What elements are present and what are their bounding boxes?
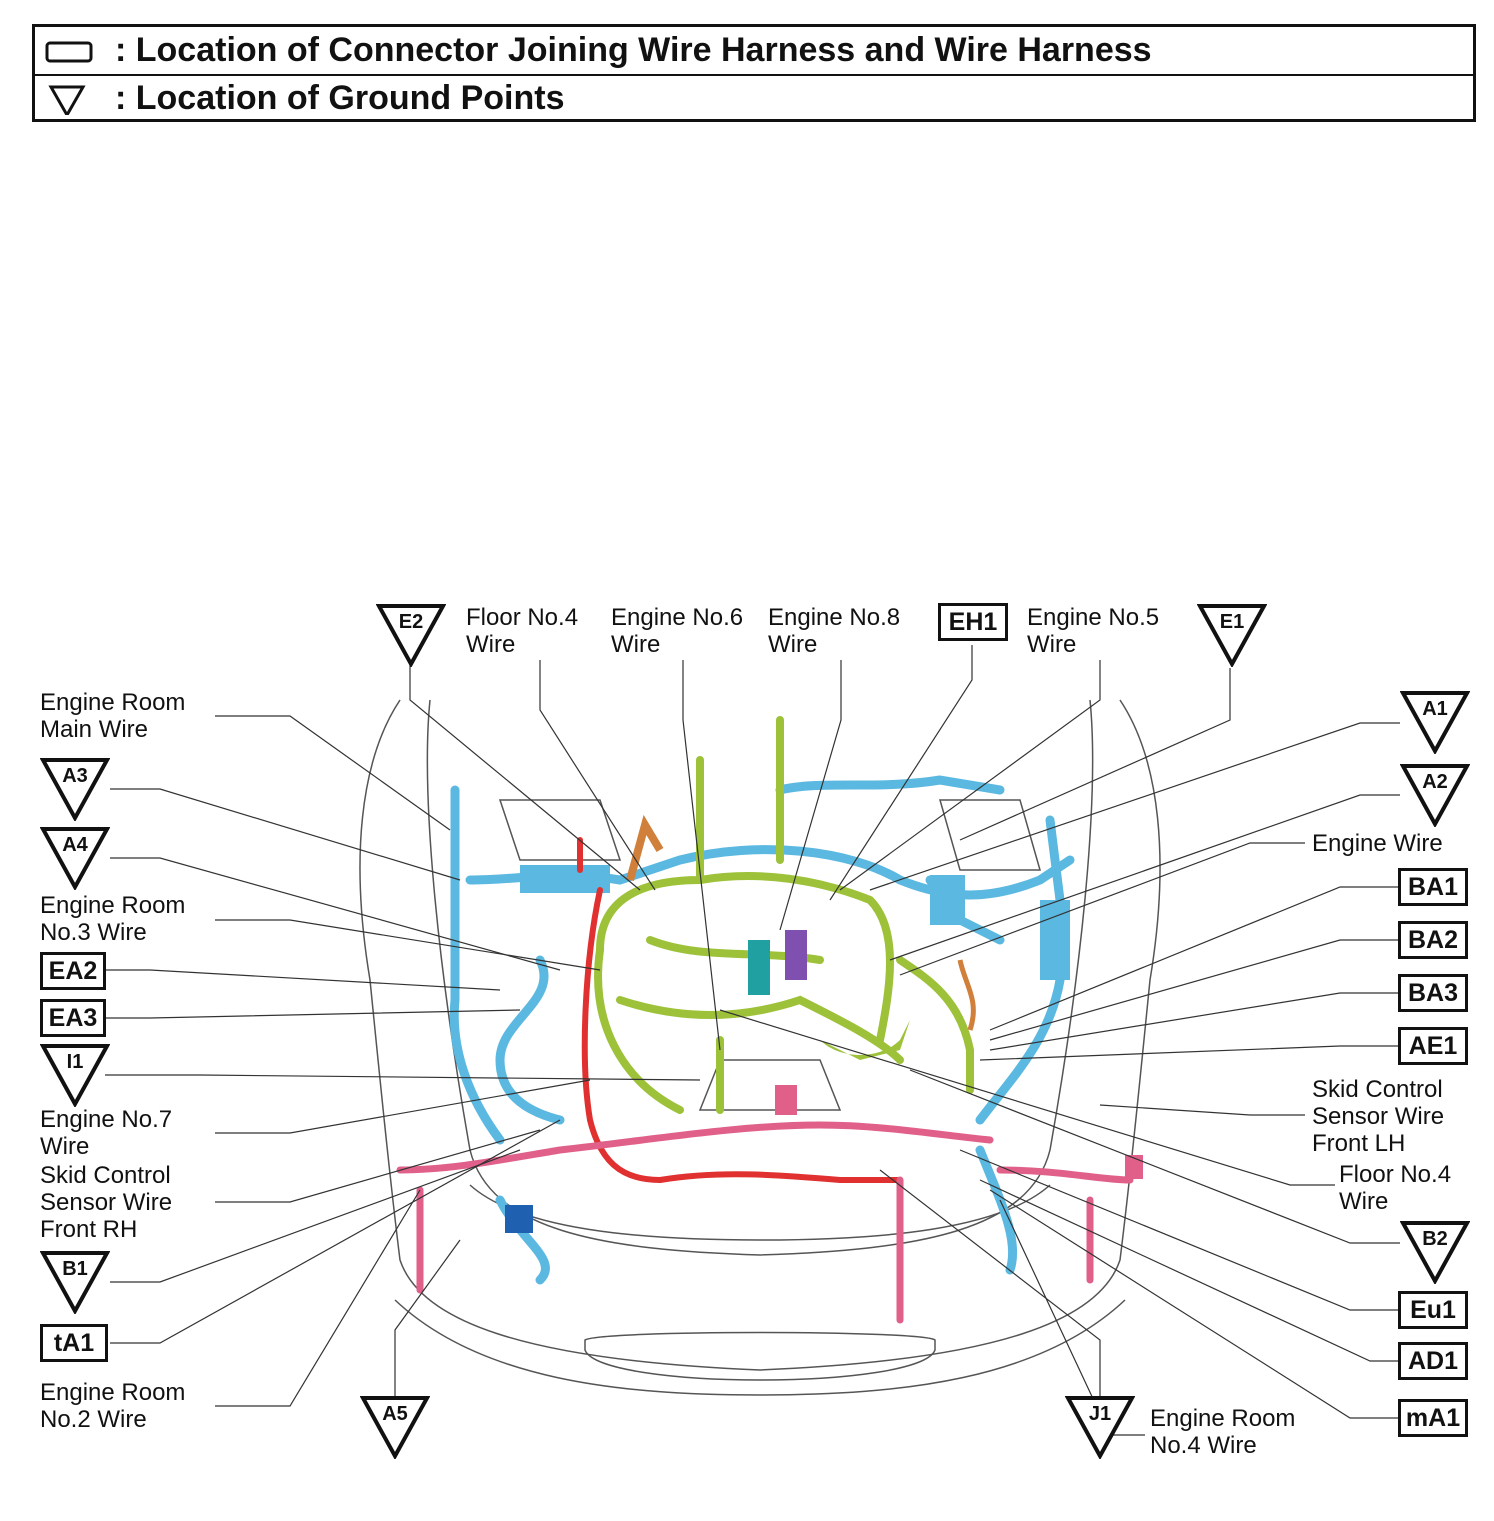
ground-e1: E1 [1197, 603, 1267, 667]
connector-ta1: tA1 [40, 1324, 108, 1362]
ground-label: B1 [62, 1258, 88, 1280]
label-engine-no6-wire: Engine No.6 Wire [611, 604, 743, 658]
label-text: Engine Room Main Wire [40, 689, 186, 743]
green-harness-sheath [820, 1020, 910, 1060]
ground-triangle-icon [376, 604, 446, 667]
leader-lines [105, 645, 1400, 1436]
ground-e2: E2 [376, 603, 446, 667]
ground-triangle-icon [1197, 604, 1267, 667]
connector-ba1: BA1 [1398, 868, 1468, 906]
red-harness [577, 837, 903, 1183]
connector-ea2: EA2 [40, 952, 106, 990]
connector-eu1: Eu1 [1398, 1291, 1468, 1329]
ground-a1: A1 [1400, 690, 1470, 754]
connector-ba3: BA3 [1398, 974, 1468, 1012]
purple-connector-block [785, 930, 807, 980]
connector-ba2: BA2 [1398, 921, 1468, 959]
ground-label: E2 [398, 611, 424, 633]
connector-ma1: mA1 [1398, 1399, 1468, 1437]
label-floor-no4-wire-top: Floor No.4 Wire [466, 604, 578, 658]
label-text: Skid Control Sensor Wire Front LH [1312, 1076, 1445, 1157]
label-engine-room-no2-wire: Engine Room No.2 Wire [40, 1379, 185, 1433]
label-engine-no8-wire: Engine No.8 Wire [768, 604, 900, 658]
ground-b2: B2 [1400, 1220, 1470, 1284]
legend-row-ground: : Location of Ground Points [35, 75, 1473, 122]
ground-triangle-icon [1400, 1221, 1470, 1284]
pink-connector [1125, 1155, 1143, 1179]
ground-label: I1 [66, 1051, 84, 1073]
label-text: Engine Wire [1312, 830, 1443, 857]
ground-triangle-icon [40, 758, 110, 821]
ground-i1: I1 [40, 1043, 110, 1107]
label-skid-control-front-lh: Skid Control Sensor Wire Front LH [1312, 1076, 1444, 1157]
label-text: Engine No.6 Wire [611, 604, 744, 658]
label-engine-wire: Engine Wire [1312, 830, 1443, 857]
ground-triangle-icon [1400, 764, 1470, 827]
orange-harness [626, 814, 664, 882]
connector-symbol-icon [45, 41, 93, 63]
orange-harness-right [957, 959, 976, 1031]
label-text: Engine Room No.4 Wire [1150, 1405, 1296, 1459]
legend-box: : Location of Connector Joining Wire Har… [32, 24, 1476, 122]
ground-label: J1 [1088, 1403, 1112, 1425]
label-text: Floor No.4 Wire [466, 604, 579, 658]
label-text: Skid Control Sensor Wire Front RH [40, 1162, 173, 1243]
label-text: Floor No.4 Wire [1339, 1161, 1452, 1215]
ground-label: B2 [1422, 1228, 1448, 1250]
label-text: Engine No.8 Wire [768, 604, 901, 658]
label-engine-room-main-wire: Engine Room Main Wire [40, 689, 185, 743]
ground-label: A1 [1422, 698, 1448, 720]
legend-row-connector: : Location of Connector Joining Wire Har… [35, 27, 1473, 76]
label-text: Engine No.5 Wire [1027, 604, 1160, 658]
ground-label: E1 [1219, 611, 1245, 633]
ground-triangle-icon [360, 1396, 430, 1459]
ground-triangle-icon [1400, 691, 1470, 754]
ground-triangle-icon [1065, 1396, 1135, 1459]
ground-triangle-icon [40, 1251, 110, 1314]
legend-ground-text: : Location of Ground Points [115, 79, 565, 117]
ground-j1: J1 [1065, 1395, 1135, 1459]
ground-triangle-icon [40, 1044, 110, 1107]
ground-a3: A3 [40, 757, 110, 821]
label-floor-no4-wire-right: Floor No.4 Wire [1339, 1161, 1451, 1215]
connector-ea3: EA3 [40, 999, 106, 1037]
ground-label: A4 [62, 834, 88, 856]
blue-connector [505, 1205, 533, 1233]
label-text: Engine Room No.2 Wire [40, 1379, 186, 1433]
connector-eh1: EH1 [938, 603, 1008, 641]
label-text: Engine Room No.3 Wire [40, 892, 186, 946]
ground-a5: A5 [360, 1395, 430, 1459]
ground-label: A2 [1422, 771, 1448, 793]
label-engine-no5-wire: Engine No.5 Wire [1027, 604, 1159, 658]
blue-harness [449, 775, 1075, 1285]
ground-label: A3 [62, 765, 88, 787]
connector-ae1: AE1 [1398, 1027, 1468, 1065]
label-skid-control-front-rh: Skid Control Sensor Wire Front RH [40, 1162, 172, 1243]
blue-relay-block [930, 875, 965, 925]
label-engine-room-no4-wire: Engine Room No.4 Wire [1150, 1405, 1295, 1459]
blue-junction-block [520, 865, 610, 893]
ground-b1: B1 [40, 1250, 110, 1314]
vehicle-outline [359, 699, 1161, 1396]
ground-a2: A2 [1400, 763, 1470, 827]
ground-symbol-icon [48, 85, 86, 115]
ground-triangle-icon [40, 827, 110, 890]
teal-connector-block [748, 940, 770, 995]
label-text: Engine No.7 Wire [40, 1106, 173, 1160]
ground-label: A5 [382, 1403, 408, 1425]
pink-relay [775, 1085, 797, 1115]
label-engine-no7-wire: Engine No.7 Wire [40, 1106, 172, 1160]
legend-connector-text: : Location of Connector Joining Wire Har… [115, 31, 1152, 69]
green-harness [594, 716, 974, 1114]
connector-ad1: AD1 [1398, 1342, 1468, 1380]
ground-a4: A4 [40, 826, 110, 890]
label-engine-room-no3-wire: Engine Room No.3 Wire [40, 892, 185, 946]
